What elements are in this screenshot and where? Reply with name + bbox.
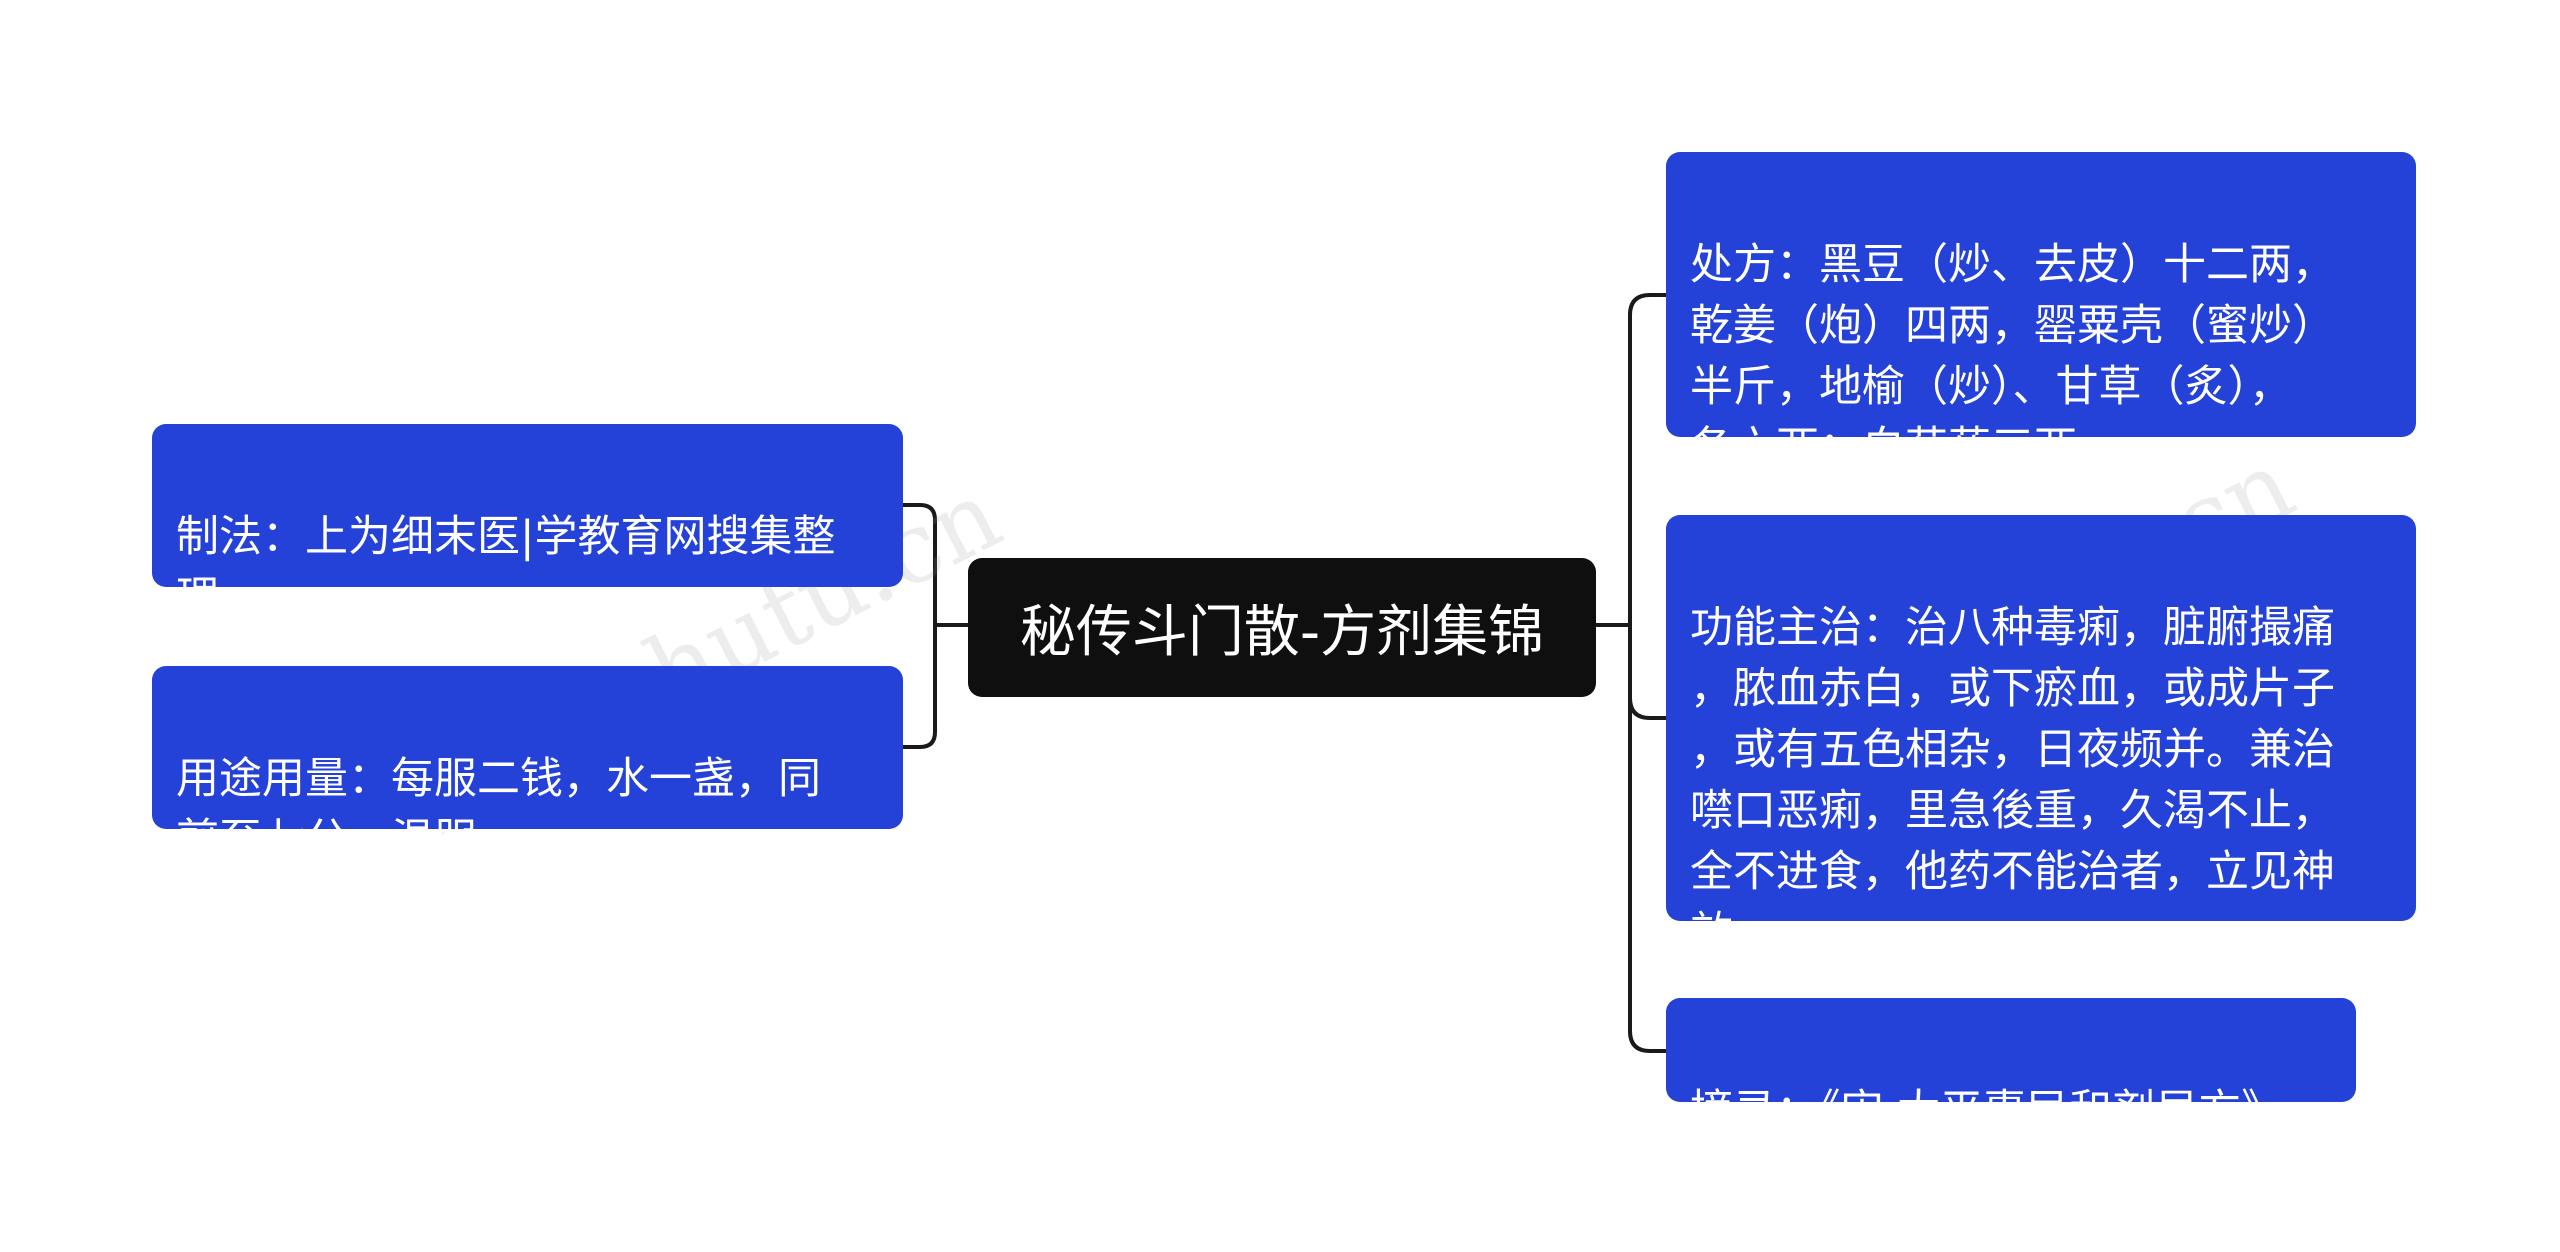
left-branch-preparation-text: 制法：上为细末医|学教育网搜集整 理。 — [176, 512, 836, 623]
right-branch-indications-text: 功能主治：治八种毒痢，脏腑撮痛 ，脓血赤白，或下瘀血，或成片子 ，或有五色相杂，… — [1690, 603, 2335, 958]
center-topic-label: 秘传斗门散-方剂集锦 — [1019, 600, 1545, 665]
left-branch-usage-dosage-text: 用途用量：每服二钱，水一盏，同 煎至七分，温服。 — [176, 754, 821, 865]
right-branch-indications[interactable]: 功能主治：治八种毒痢，脏腑撮痛 ，脓血赤白，或下瘀血，或成片子 ，或有五色相杂，… — [1666, 515, 2416, 958]
connector-right-branch-3 — [1628, 623, 1668, 1053]
connector-left-branch-2 — [901, 623, 937, 749]
connector-left-branch-1 — [901, 503, 937, 627]
right-branch-prescription[interactable]: 处方：黑豆（炒、去皮）十二两， 乾姜（炮）四两，罂粟壳（蜜炒） 半斤，地榆（炒）… — [1666, 152, 2416, 473]
right-branch-prescription-text: 处方：黑豆（炒、去皮）十二两， 乾姜（炮）四两，罂粟壳（蜜炒） 半斤，地榆（炒）… — [1690, 240, 2335, 473]
center-topic[interactable]: 秘传斗门散-方剂集锦 — [968, 558, 1596, 697]
left-branch-preparation[interactable]: 制法：上为细末医|学教育网搜集整 理。 — [152, 424, 903, 623]
connector-right-branch-2 — [1628, 623, 1668, 720]
connector-right-branch-1 — [1628, 293, 1668, 627]
right-branch-source[interactable]: 摘录：《宋·太平惠民和剂局方》 — [1666, 998, 2356, 1136]
right-branch-source-text: 摘录：《宋·太平惠民和剂局方》 — [1690, 1086, 2285, 1136]
left-branch-usage-dosage[interactable]: 用途用量：每服二钱，水一盏，同 煎至七分，温服。 — [152, 666, 903, 865]
